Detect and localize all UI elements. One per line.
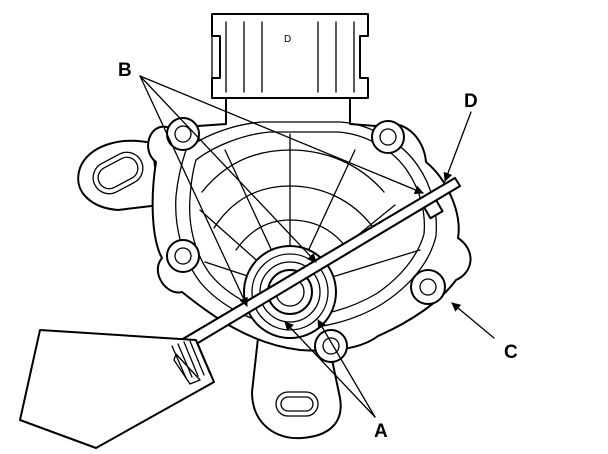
leader-lines-a [284,319,376,418]
leader-lines-b [139,75,424,307]
bottom-mounting-ear [251,337,342,440]
bolt-boss-left [166,239,200,273]
bolt-boss-bottom [314,329,348,363]
leader-line-d [443,111,472,182]
callout-b: B [118,60,132,81]
bolt-boss-right [410,269,446,305]
connector-housing: D [211,13,369,99]
bolt-boss-top-right [371,120,405,154]
pin-gauge [19,177,461,449]
callout-c: C [504,342,518,363]
leader-line-c [451,302,495,339]
connector-marking: D [284,34,291,45]
left-mounting-ear [77,139,161,211]
callout-d: D [464,91,478,112]
callout-a: A [374,421,388,442]
